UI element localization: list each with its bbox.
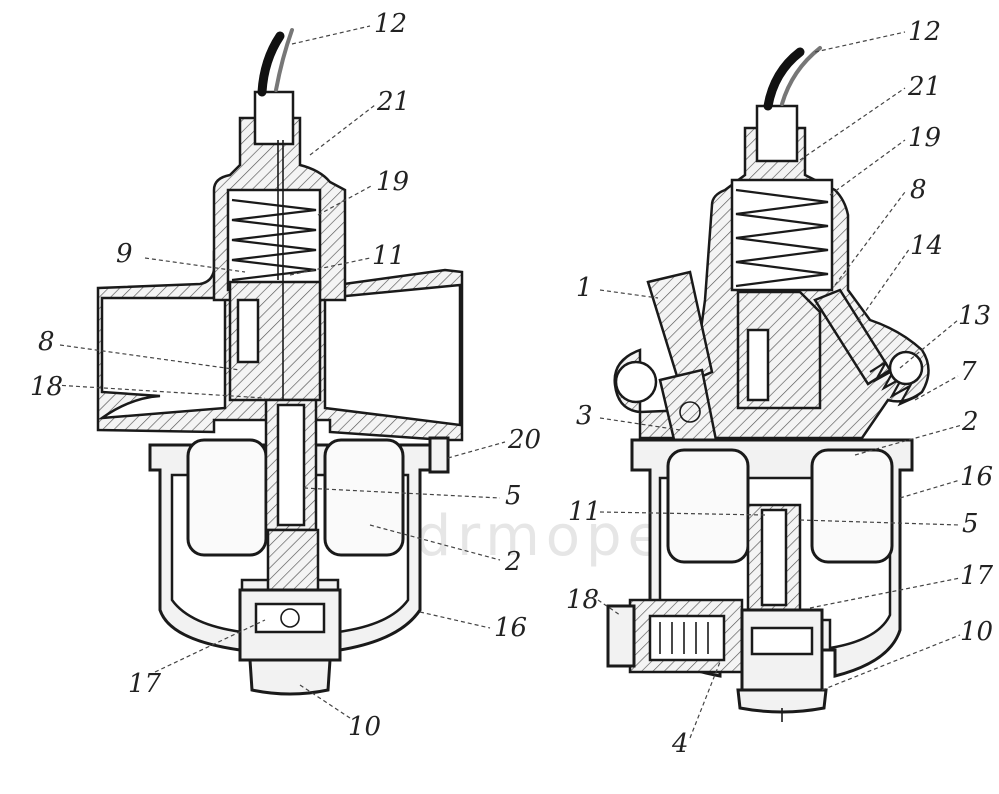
left-label-9: 9: [116, 239, 133, 269]
left-spring: [231, 198, 317, 282]
right-cable-adjuster: [755, 104, 799, 163]
left-main-jet-holder: [266, 528, 320, 592]
right-label-8: 8: [910, 175, 927, 205]
right-jet-bore: [760, 508, 788, 607]
right-plug-cavity: [750, 626, 814, 656]
left-label-12: 12: [374, 9, 407, 39]
left-float-b: [323, 438, 405, 557]
right-choke-lever: [646, 270, 714, 388]
left-slide-cutaway: [236, 298, 260, 364]
right-choke-ball: [679, 401, 701, 423]
left-label-18: 18: [30, 372, 63, 402]
left-jet-bore: [276, 403, 306, 527]
right-label-12: 12: [908, 17, 941, 47]
right-label-7: 7: [960, 357, 977, 387]
left-label-2: 2: [504, 547, 522, 577]
right-carburetor-section: [606, 46, 930, 722]
left-label-19: 19: [376, 167, 409, 197]
left-outlet-bore: [323, 283, 462, 427]
left-cable-inner: [274, 28, 294, 92]
right-float-a: [666, 448, 750, 564]
right-label-13: 13: [958, 301, 991, 331]
left-label-20: 20: [507, 425, 541, 455]
right-label-2: 2: [961, 407, 979, 437]
right-label-16: 16: [960, 462, 993, 492]
left-cable: [257, 31, 285, 97]
left-spring-chamber: [226, 188, 322, 292]
left-cable-adjuster: [253, 90, 295, 146]
left-plug-screw: [280, 608, 300, 628]
left-leader-lines: [54, 25, 506, 719]
right-idle-spring: [869, 361, 919, 407]
right-side-plug-nut: [606, 604, 636, 668]
right-label-19: 19: [908, 123, 941, 153]
right-label-1: 1: [576, 273, 593, 303]
right-spring: [735, 188, 829, 288]
left-drain-cap: [248, 658, 332, 696]
left-label-5: 5: [505, 481, 522, 511]
right-label-4: 4: [671, 729, 689, 759]
right-drain-cap: [736, 688, 828, 714]
right-label-18: 18: [566, 585, 599, 615]
right-cable: [763, 47, 805, 111]
right-leader-lines: [597, 31, 963, 739]
right-mount-eye-left: [614, 360, 658, 404]
right-mount-eye-right: [888, 350, 924, 386]
left-label-21: 21: [376, 87, 410, 117]
left-label-11: 11: [372, 241, 405, 271]
left-float-a: [186, 438, 268, 557]
right-label-17: 17: [960, 561, 994, 591]
left-labels: 12 21 19 9 11 8 18 20 5 2 16 17 10: [30, 9, 541, 742]
right-slide-cutaway: [746, 328, 770, 402]
right-label-21: 21: [907, 72, 941, 102]
left-label-16: 16: [494, 613, 527, 643]
right-label-5: 5: [962, 509, 979, 539]
right-label-3: 3: [576, 401, 593, 431]
right-label-14: 14: [910, 231, 943, 261]
right-label-10: 10: [960, 617, 993, 647]
left-carburetor-section: [96, 28, 464, 696]
right-label-11: 11: [568, 497, 601, 527]
left-side-screw: [428, 436, 450, 474]
left-intake-bore: [97, 296, 227, 420]
right-side-plug-cavity: [648, 614, 726, 662]
left-label-10: 10: [348, 712, 381, 742]
right-labels: 12 21 19 8 14 1 13 7 3 2 16 11 5 17 18 1…: [566, 17, 994, 759]
left-label-8: 8: [38, 327, 55, 357]
right-filter-screen: [659, 622, 709, 654]
right-float-b: [810, 448, 894, 564]
left-label-17: 17: [128, 669, 162, 699]
right-cable-inner: [780, 46, 822, 106]
